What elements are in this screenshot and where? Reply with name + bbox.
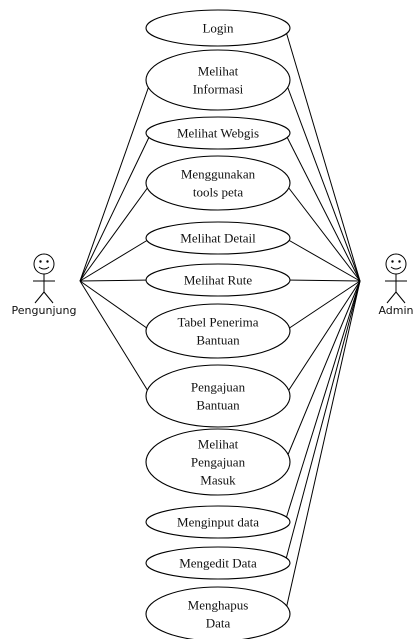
- association-line-admin-tabel-penerima-bantuan: [284, 280, 361, 332]
- association-line-pengunjung-melihat-webgis: [79, 132, 152, 282]
- use-case-label: Melihat Webgis: [177, 126, 259, 141]
- use-case-label: Informasi: [193, 82, 244, 97]
- stick-figure-icon: [385, 253, 407, 304]
- association-line-pengunjung-tabel-penerima-bantuan: [79, 280, 152, 332]
- use-case-label: Bantuan: [196, 333, 240, 348]
- actor-label-admin: Admin: [378, 304, 413, 317]
- association-line-admin-melihat-webgis: [284, 132, 361, 282]
- association-lines: [79, 27, 361, 615]
- association-line-admin-melihat-informasi: [284, 79, 361, 282]
- association-line-admin-login: [284, 27, 361, 282]
- association-line-admin-menggunakan-tools-peta: [284, 182, 361, 282]
- association-line-admin-mengedit-data: [284, 280, 361, 564]
- use-case-ellipse: [145, 586, 291, 639]
- use-case-ellipse: [145, 505, 291, 539]
- use-case-ellipse: [145, 546, 291, 580]
- association-line-pengunjung-melihat-rute: [79, 279, 152, 282]
- use-case-login: Login: [145, 9, 291, 47]
- association-line-admin-melihat-detail: [284, 237, 361, 282]
- stick-figure-icon: [33, 253, 55, 304]
- use-case-ellipse: [145, 428, 291, 496]
- use-case-label: Masuk: [200, 473, 236, 488]
- association-line-pengunjung-melihat-detail: [79, 237, 152, 282]
- use-case-label: Melihat Detail: [180, 231, 256, 246]
- use-case-label: Pengajuan: [191, 455, 246, 470]
- use-case-label: Melihat: [198, 64, 239, 79]
- actor-admin: Admin: [378, 253, 414, 317]
- use-case-label: Melihat Rute: [184, 273, 252, 288]
- association-line-admin-melihat-rute: [284, 279, 361, 282]
- use-case-mengedit-data: Mengedit Data: [145, 546, 291, 580]
- use-case-ellipse: [145, 116, 291, 150]
- use-case-melihat-rute: Melihat Rute: [145, 263, 291, 297]
- association-line-admin-menginput-data: [284, 280, 361, 523]
- actor-pengunjung: Pengunjung: [12, 253, 77, 317]
- use-case-ellipse: [145, 221, 291, 255]
- use-case-label: Melihat: [198, 437, 239, 452]
- use-case-ellipse: [145, 303, 291, 359]
- use-case-menginput-data: Menginput data: [145, 505, 291, 539]
- association-line-pengunjung-menggunakan-tools-peta: [79, 182, 152, 282]
- use-case-ellipse: [145, 9, 291, 47]
- use-case-melihat-detail: Melihat Detail: [145, 221, 291, 255]
- use-case-label: Menginput data: [177, 515, 259, 530]
- use-case-label: Menggunakan: [181, 167, 256, 182]
- use-case-label: Data: [206, 616, 231, 631]
- association-line-admin-melihat-pengajuan-masuk: [284, 280, 361, 463]
- use-case-ellipse: [145, 364, 291, 428]
- use-case-label: Login: [202, 21, 234, 36]
- actor-label-pengunjung: Pengunjung: [12, 304, 77, 317]
- use-case-melihat-webgis: Melihat Webgis: [145, 116, 291, 150]
- use-case-label: Pengajuan: [191, 380, 246, 395]
- use-case-label: Tabel Penerima: [177, 315, 258, 330]
- association-line-pengunjung-melihat-informasi: [79, 79, 152, 282]
- association-line-admin-pengajuan-bantuan: [284, 280, 361, 397]
- use-case-label: Bantuan: [196, 398, 240, 413]
- use-case-ellipse: [145, 263, 291, 297]
- association-line-admin-menghapus-data: [284, 280, 361, 615]
- use-case-label: Mengedit Data: [179, 556, 257, 571]
- association-line-pengunjung-pengajuan-bantuan: [79, 280, 152, 397]
- use-case-ellipse: [145, 49, 291, 111]
- use-case-label: Menghapus: [188, 598, 249, 613]
- use-case-ellipse: [145, 155, 291, 211]
- use-case-label: tools peta: [193, 185, 243, 200]
- use-case-menggunakan-tools-peta: Menggunakan tools peta: [145, 155, 291, 211]
